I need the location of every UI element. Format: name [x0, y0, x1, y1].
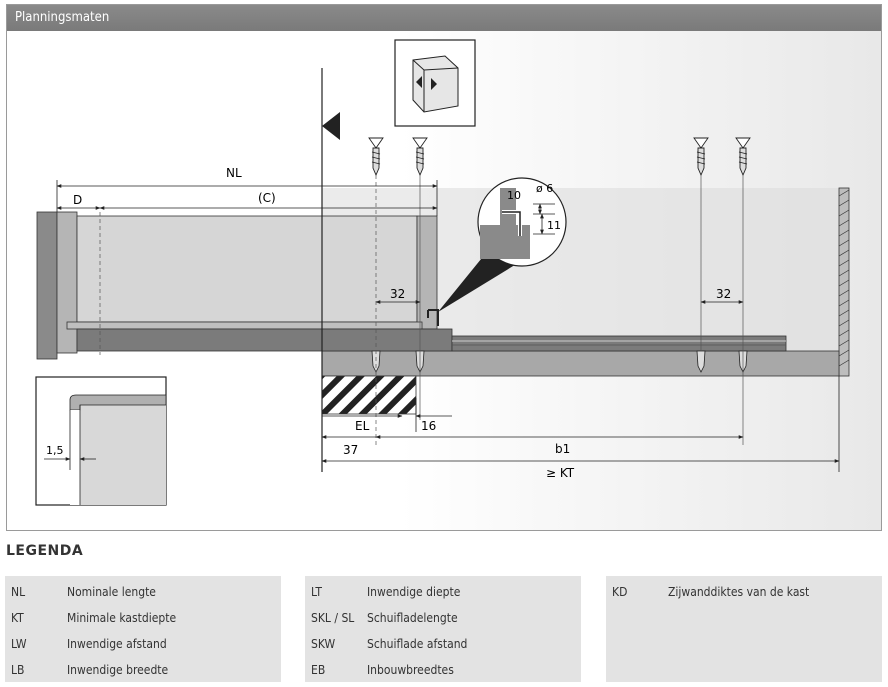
legend-abbr: NL: [11, 585, 26, 599]
drawer-bottom: [66, 321, 423, 330]
legend-item: LW Inwendige afstand: [5, 631, 281, 657]
dim-NL-label: NL: [226, 166, 242, 180]
screw-bottom-1: [371, 350, 381, 373]
dim-10-label: 10: [507, 189, 521, 202]
technical-drawing: 10 ø 6 11: [35, 39, 850, 506]
dim-32-right-label: 32: [716, 287, 731, 301]
legend-abbr: EB: [311, 663, 326, 677]
legend-desc: Zijwanddiktes van de kast: [668, 585, 810, 599]
dim-KT-label: ≥ KT: [546, 466, 575, 480]
screw-top-4: [735, 137, 751, 177]
legend-desc: Minimale kastdiepte: [67, 611, 177, 625]
cabinet-icon: [394, 39, 476, 127]
screw-top-2: [412, 137, 428, 177]
legend-item: KT Minimale kastdiepte: [5, 605, 281, 631]
runner-rail: [451, 335, 787, 352]
dim-1-5-label: 1,5: [46, 444, 64, 457]
dim-D-label: D: [73, 193, 82, 207]
locking-hook: [427, 309, 439, 326]
hook-detail-circle: [477, 177, 567, 267]
dim-b1-label: b1: [555, 442, 570, 456]
cabinet-bottom: [321, 350, 840, 377]
front-marker-triangle: [322, 112, 340, 140]
screw-top-3: [693, 137, 709, 177]
cabinet-front-edge: [321, 375, 417, 415]
legend-item: SKW Schuiflade afstand: [305, 631, 581, 657]
legend-desc: Schuiflade afstand: [367, 637, 468, 651]
legend-item: SKL / SL Schuifladelengte: [305, 605, 581, 631]
legend-abbr: LW: [11, 637, 27, 651]
panel-title: Planningsmaten: [7, 5, 881, 31]
legend-abbr: LB: [11, 663, 25, 677]
legend-item: LB Inwendige breedte: [5, 657, 281, 683]
legend-item: KD Zijwanddiktes van de kast: [606, 579, 882, 605]
legend-desc: Schuifladelengte: [367, 611, 458, 625]
back-wall-hatch: [838, 189, 850, 367]
detail-leader: [438, 248, 523, 312]
drawer-front: [36, 211, 58, 360]
dim-EL-label: EL: [355, 419, 370, 433]
legend-title: LEGENDA: [6, 543, 84, 559]
inset-detail-box: [35, 376, 167, 506]
legend-column-3: KD Zijwanddiktes van de kast: [606, 576, 882, 682]
legend-item: EB Inbouwbreedtes: [305, 657, 581, 683]
legend-desc: Inwendige afstand: [67, 637, 167, 651]
dim-11-label: 11: [547, 219, 561, 232]
legend-column-1: NL Nominale lengte KT Minimale kastdiept…: [5, 576, 281, 682]
drawer-side: [76, 215, 418, 323]
legend-abbr: SKW: [311, 637, 336, 651]
screw-top-1: [368, 137, 384, 177]
legend-item: NL Nominale lengte: [5, 579, 281, 605]
legend-desc: Inwendige breedte: [67, 663, 169, 677]
legend-abbr: KT: [11, 611, 24, 625]
cabinet-back-wall: [838, 187, 850, 377]
screw-bottom-3: [696, 350, 706, 373]
legend-desc: Nominale lengte: [67, 585, 156, 599]
dim-37-label: 37: [343, 443, 358, 457]
legend-column-2: LT Inwendige diepte SKL / SL Schuifladel…: [305, 576, 581, 682]
legend-abbr: LT: [311, 585, 322, 599]
dim-C-label: (C): [258, 191, 276, 205]
legend-desc: Inbouwbreedtes: [367, 663, 454, 677]
dim-d6-label: ø 6: [536, 182, 553, 195]
legend-desc: Inwendige diepte: [367, 585, 461, 599]
dim-16-label: 16: [421, 419, 436, 433]
dim-32-left-label: 32: [390, 287, 405, 301]
drawer-front-inner: [56, 211, 78, 354]
legend-abbr: KD: [612, 585, 628, 599]
runner-front: [76, 328, 453, 352]
legend-abbr: SKL / SL: [311, 611, 355, 625]
legend-item: LT Inwendige diepte: [305, 579, 581, 605]
